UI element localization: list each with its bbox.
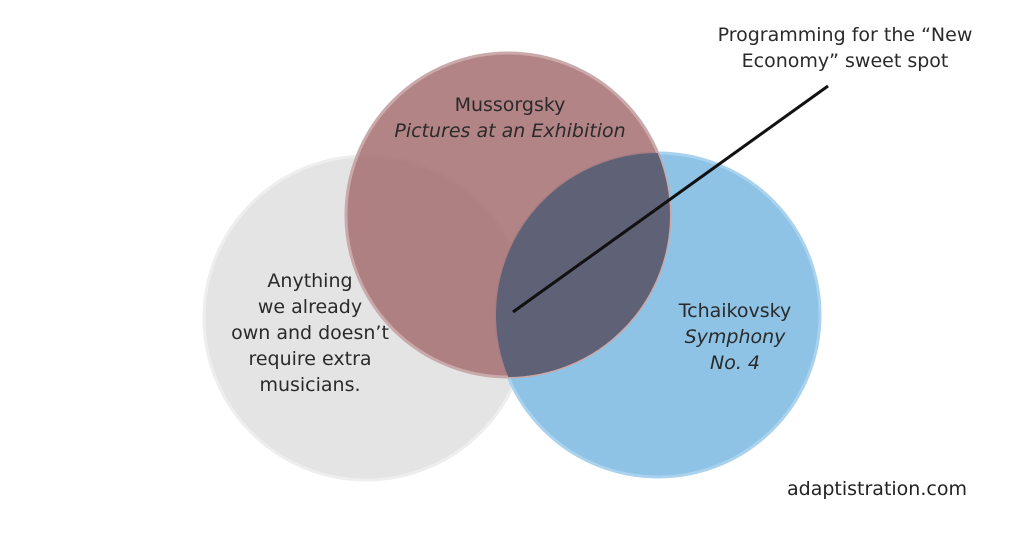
callout-line2: Economy” sweet spot	[741, 50, 949, 72]
callout-label: Programming for the “New Economy” sweet …	[690, 22, 1000, 74]
site-credit: adaptistration.com	[787, 478, 967, 500]
tchaikovsky-work-line1: Symphony	[684, 326, 786, 348]
owned-line5: musicians.	[259, 374, 361, 396]
owned-line4: require extra	[248, 348, 372, 370]
owned-line1: Anything	[267, 270, 353, 292]
mussorgsky-work: Pictures at an Exhibition	[394, 120, 626, 142]
tchaikovsky-work-line2: No. 4	[709, 352, 760, 374]
mussorgsky-label: Mussorgsky Pictures at an Exhibition	[370, 92, 650, 144]
tchaikovsky-label: Tchaikovsky Symphony No. 4	[650, 298, 820, 376]
owned-label: Anything we already own and doesn’t requ…	[220, 268, 400, 398]
owned-line3: own and doesn’t	[231, 322, 389, 344]
owned-line2: we already	[257, 296, 363, 318]
callout-line1: Programming for the “New	[717, 24, 973, 46]
callout-line	[512, 84, 829, 314]
mussorgsky-composer: Mussorgsky	[454, 94, 566, 116]
tchaikovsky-composer: Tchaikovsky	[678, 300, 792, 322]
